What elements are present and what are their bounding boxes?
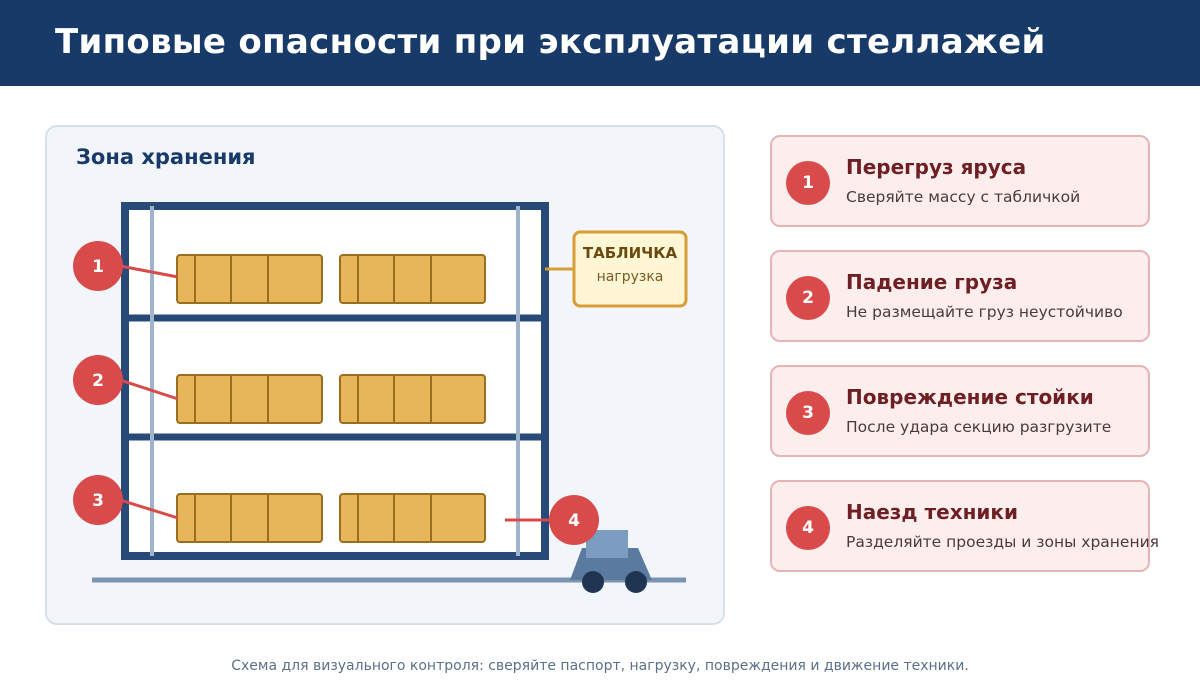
- hazard-marker-1: [73, 241, 123, 291]
- cargo-box: [339, 493, 486, 543]
- hazard-leader-line: [119, 378, 179, 401]
- load-plate-subtitle: нагрузка: [597, 269, 664, 285]
- page-header: Типовые опасности при эксплуатации стелл…: [0, 0, 1200, 86]
- hazard-marker-label: 2: [92, 371, 104, 391]
- hazard-marker-label: 3: [92, 491, 104, 511]
- hazard-card-badge: 2: [786, 276, 830, 320]
- hazard-card-badge: 4: [786, 506, 830, 550]
- load-plate-title: ТАБЛИЧКА: [583, 244, 678, 262]
- hazard-card-overload: 1 Перегруз яруса Сверяйте массу с таблич…: [770, 135, 1150, 227]
- footer-note: Схема для визуального контроля: сверяйте…: [231, 658, 969, 674]
- hazard-card-title: Перегруз яруса: [846, 155, 1027, 179]
- page-title: Типовые опасности при эксплуатации стелл…: [55, 22, 1046, 62]
- storage-zone-title: Зона хранения: [76, 145, 256, 169]
- hazard-card-badge: 1: [786, 161, 830, 205]
- hazard-card-title: Наезд техники: [846, 500, 1019, 524]
- load-plate: [572, 230, 688, 308]
- hazard-card-title: Падение груза: [846, 270, 1018, 294]
- hazard-card-falling-load: 2 Падение груза Не размещайте груз неуст…: [770, 250, 1150, 342]
- cargo-box: [176, 374, 323, 424]
- hazard-leader-line: [119, 498, 179, 520]
- cargo-box: [339, 374, 486, 424]
- hazard-leader-line: [119, 264, 179, 279]
- hazard-marker-label: 1: [92, 257, 104, 277]
- hazard-card-title: Повреждение стойки: [846, 385, 1094, 409]
- hazard-card-text: Сверяйте массу с табличкой: [846, 188, 1081, 206]
- hazard-marker-2: [73, 355, 123, 405]
- hazard-marker-label: 4: [568, 511, 580, 531]
- forklift-icon: [570, 530, 652, 593]
- cargo-box: [176, 493, 323, 543]
- hazard-card-text: После удара секцию разгрузите: [846, 418, 1112, 436]
- hazard-card-text: Не размещайте груз неустойчиво: [846, 303, 1123, 321]
- hazard-card-upright-damage: 3 Повреждение стойки После удара секцию …: [770, 365, 1150, 457]
- hazard-marker-3: [73, 475, 123, 525]
- cargo-box: [339, 254, 486, 304]
- hazard-card-text: Разделяйте проезды и зоны хранения: [846, 533, 1159, 551]
- hazard-card-badge: 3: [786, 391, 830, 435]
- hazard-card-vehicle-collision: 4 Наезд техники Разделяйте проезды и зон…: [770, 480, 1159, 572]
- hazard-marker-4: [549, 495, 599, 545]
- cargo-box: [176, 254, 323, 304]
